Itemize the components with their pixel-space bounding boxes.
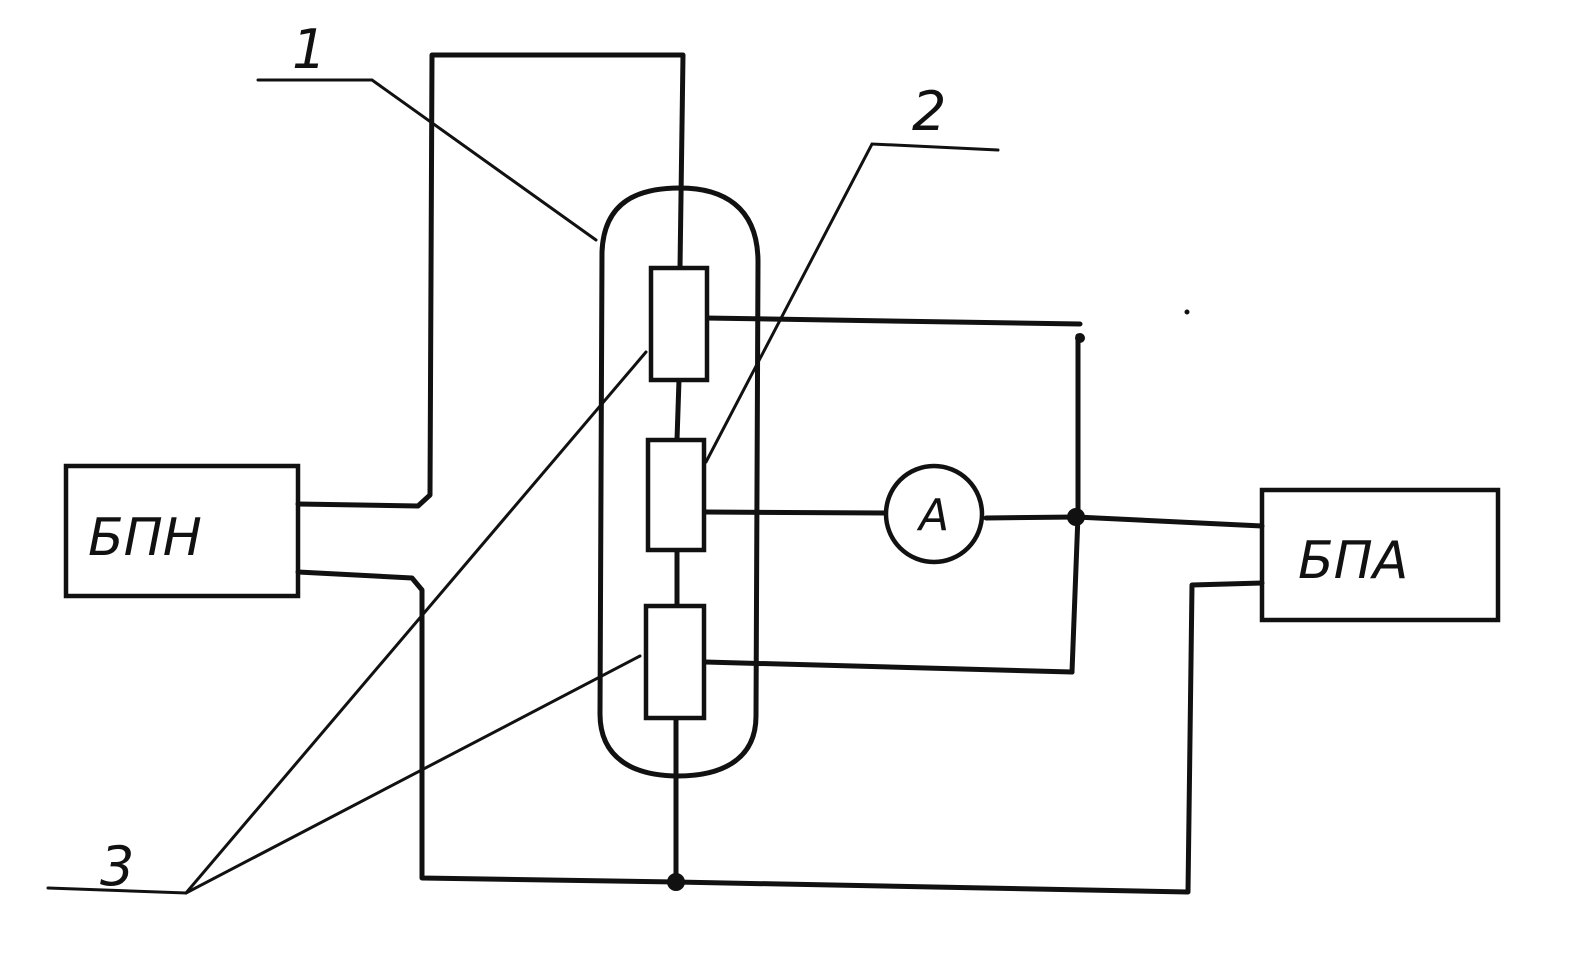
ammeter: A	[883, 463, 985, 565]
callout-3: 3	[100, 835, 134, 898]
stray-mark	[1184, 309, 1190, 315]
leader-2	[704, 142, 1000, 464]
junction-dot-upper	[1075, 333, 1085, 343]
envelope-capsule	[597, 185, 761, 779]
bpa-box	[1259, 487, 1501, 623]
callout-2: 2	[912, 80, 946, 143]
element-upper	[648, 265, 710, 383]
callout-numbers: 1 2 3	[100, 18, 946, 898]
wire-ammeter-to-bpa	[983, 514, 1265, 529]
leader-1	[256, 78, 598, 242]
element-lower	[643, 603, 707, 721]
junction-dot-bottom	[667, 873, 685, 891]
ammeter-circle	[883, 463, 985, 565]
wire-mid-to-ammeter	[702, 509, 889, 516]
leader-3a	[46, 350, 648, 895]
wires	[295, 52, 1265, 895]
junction-dot-right	[1067, 508, 1085, 526]
ammeter-label: A	[916, 490, 949, 541]
junctions	[667, 309, 1190, 891]
bpn-box	[63, 463, 301, 599]
wire-link-upper-mid	[674, 377, 682, 443]
wire-upper-tap	[702, 315, 1083, 327]
bpn-block: БПН	[63, 463, 301, 599]
wire-right-bus	[1069, 333, 1081, 675]
wire-lower-tap	[702, 659, 1075, 675]
element-middle	[645, 437, 707, 553]
bpa-label: БПА	[1298, 531, 1408, 591]
wire-bottom-rail	[295, 569, 1265, 895]
resistive-elements	[643, 265, 710, 721]
wire-bpn-top	[295, 52, 686, 509]
callout-leaders	[46, 78, 1000, 895]
bpn-label: БПН	[88, 508, 202, 568]
bpa-block: БПА	[1259, 487, 1501, 623]
leader-3b	[184, 654, 642, 895]
callout-1: 1	[292, 18, 326, 81]
